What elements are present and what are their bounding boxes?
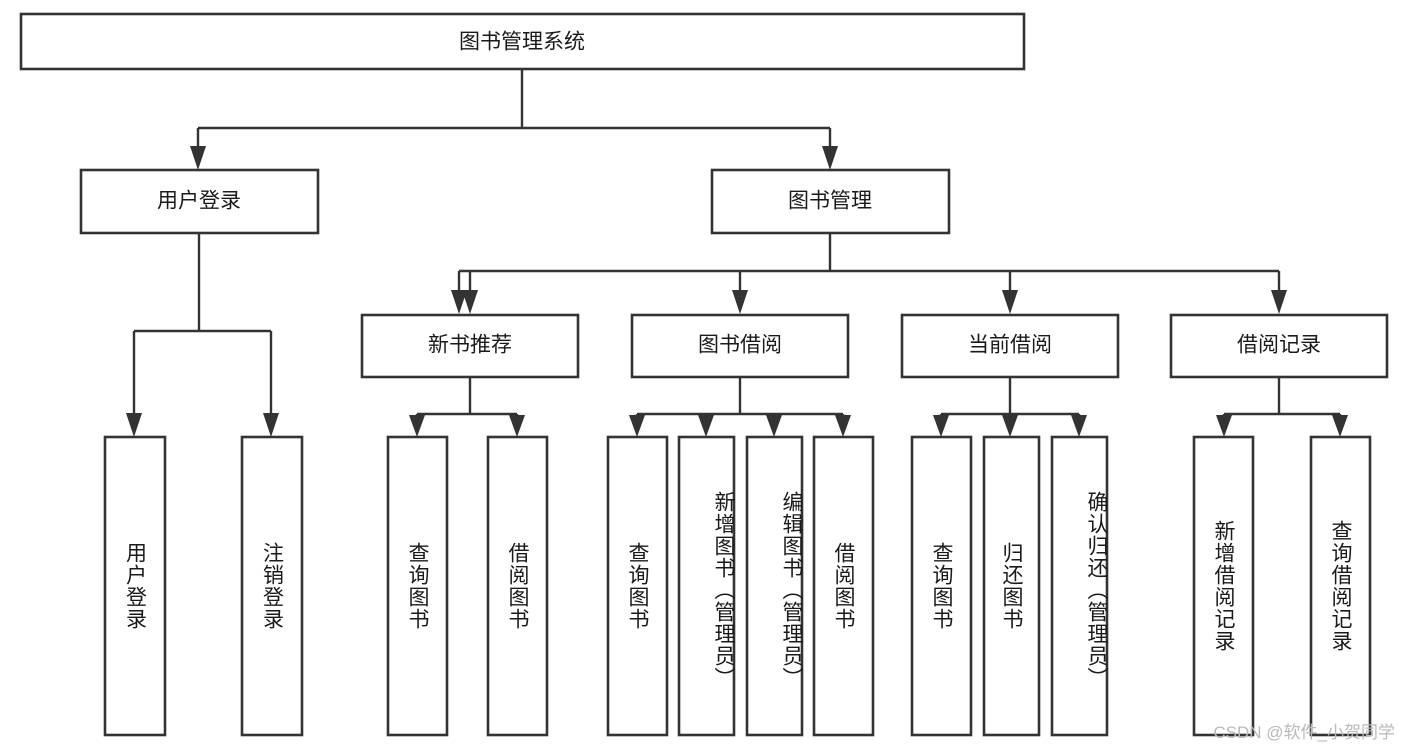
arrowhead-bus-left [451,290,467,314]
arrowhead-leaf-logout-login [263,413,279,437]
node-book-borrow-box[interactable] [630,313,850,379]
node-borrow-record-box[interactable] [1169,313,1389,379]
node-borrow-record[interactable]: 借阅记录 [1169,313,1389,379]
leaf-box-user-login[interactable] [103,435,167,737]
node-current-borrow[interactable]: 当前借阅 [900,313,1120,379]
node-book-borrow[interactable]: 图书借阅 [630,313,850,379]
leaf-box-query-book-2[interactable] [606,435,669,737]
watermark-text: CSDN @软件_小贺同学 [1213,723,1395,742]
leaf-box-return-book[interactable] [982,435,1041,737]
leaf-box-query-book-3[interactable] [910,435,973,737]
leaf-box-query-record[interactable] [1309,435,1372,737]
node-user-login-box[interactable] [79,168,320,235]
arrowhead-user-login [190,146,206,170]
arrowhead-book-management [822,146,838,170]
leaf-box-borrow-book-2[interactable] [812,435,875,737]
leaf-box-query-book-1[interactable] [386,435,449,737]
arrowhead-new-book-recommend [462,290,478,314]
arrowhead-leaf-user-login [126,413,142,437]
arrowhead-leaf-query-book-3 [933,415,949,437]
node-root[interactable]: 图书管理系统 [19,12,1026,71]
arrowhead-leaf-query-book-1 [409,415,425,437]
arrowhead-leaf-add-book [698,415,714,437]
node-book-borrow-label: 图书借阅 [698,334,782,357]
arrowhead-leaf-query-record [1332,415,1348,437]
leaf-box-confirm-return[interactable] [1050,435,1109,737]
leaf-box-group [103,435,1372,737]
node-current-borrow-box[interactable] [900,313,1120,379]
arrowhead-borrow-record [1271,290,1287,314]
node-borrow-record-label: 借阅记录 [1237,334,1321,357]
arrowhead-leaf-borrow-book-1 [509,415,525,437]
arrowhead-current-borrow [1002,290,1018,314]
node-new-book-recommend-label: 新书推荐 [428,334,512,357]
arrowhead-book-borrow [732,290,748,314]
arrowhead-leaf-confirm-return [1071,415,1087,437]
node-book-management-label: 图书管理 [788,190,872,213]
arrowhead-leaf-query-book-2 [629,415,645,437]
connector-group [126,69,1348,437]
leaf-box-logout-login[interactable] [240,435,304,737]
arrowhead-leaf-edit-book [766,415,782,437]
leaf-box-add-record[interactable] [1192,435,1255,737]
node-book-management-box[interactable] [710,168,951,235]
node-new-book-recommend-box[interactable] [360,313,580,379]
node-new-book-recommend[interactable]: 新书推荐 [360,313,580,379]
node-book-management[interactable]: 图书管理 [710,168,951,235]
leaf-box-edit-book[interactable] [745,435,804,737]
node-user-login-label: 用户登录 [157,190,241,213]
arrowhead-leaf-return-book [1002,415,1018,437]
node-current-borrow-label: 当前借阅 [968,334,1052,357]
arrowhead-leaf-borrow-book-2 [835,415,851,437]
leaf-box-add-book[interactable] [677,435,736,737]
leaf-box-borrow-book-1[interactable] [486,435,549,737]
node-root-label: 图书管理系统 [459,31,585,54]
node-user-login[interactable]: 用户登录 [79,168,320,235]
arrowhead-leaf-add-record [1216,415,1232,437]
node-root-box[interactable] [19,12,1026,71]
